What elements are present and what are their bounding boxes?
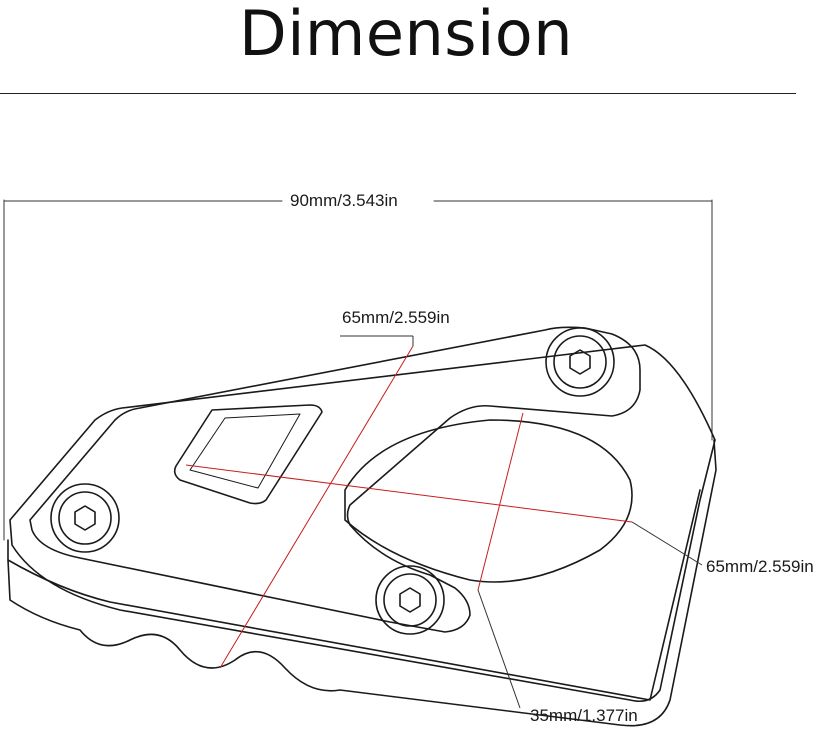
plate-lower-edge [7,489,701,701]
measure-line-cutout-to-opening [185,464,633,523]
bolt-bottom [375,565,445,635]
plate-large-opening [344,419,633,583]
measure-lines [185,345,633,669]
hex-bolt-icon [399,587,421,613]
diagonal-right-label: 65mm/2.559in [706,557,814,576]
bolt-left [50,483,120,553]
measure-line-hole [477,412,524,591]
leader-lines [340,335,703,709]
measure-line-top-diagonal [219,345,414,669]
overall-width-label: 90mm/3.543in [290,191,398,210]
plate-top [29,326,641,633]
diagonal-top-label: 65mm/2.559in [342,308,450,327]
hex-bolt-icon [74,505,96,531]
bolt-top-right [545,327,615,397]
hex-bolt-icon [569,349,591,375]
plate-middle-layer [9,344,716,703]
plate-base [7,439,717,727]
hole-width-label: 35mm/1.377in [530,706,638,725]
plate-cutout-window [173,404,323,505]
plate-cutout-window-inner [189,413,301,489]
page-title: Dimension [238,0,574,70]
title-divider [0,93,796,94]
overall-width-dimension [3,199,713,541]
